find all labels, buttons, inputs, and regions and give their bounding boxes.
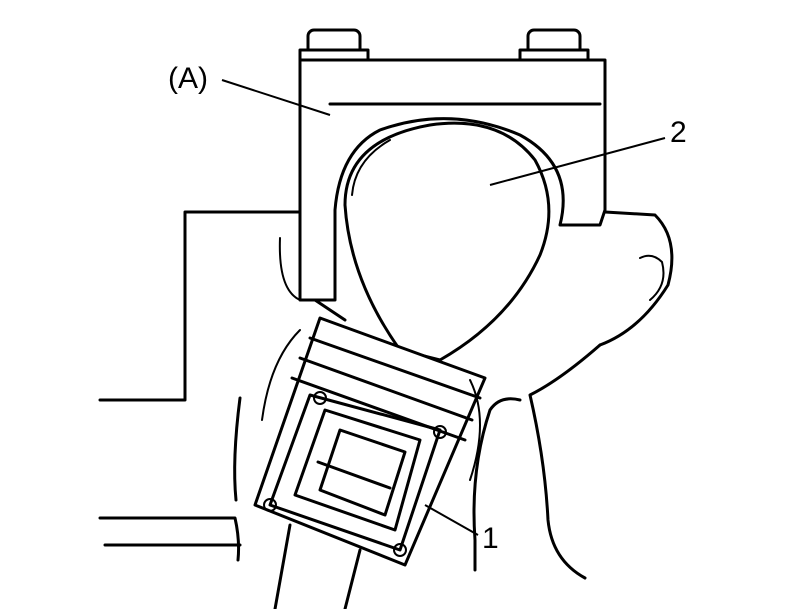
- valve-assembly: [253, 316, 487, 609]
- leader-lines: [221, 79, 666, 536]
- leader-line-part1: [424, 504, 479, 536]
- label-part-1: 1: [482, 522, 499, 555]
- label-part-2: 2: [670, 116, 687, 149]
- special-tool-a: [298, 28, 607, 302]
- cylinder-head-outline: [98, 210, 674, 580]
- leader-line-part2: [489, 137, 666, 186]
- camshaft-lobe: [343, 121, 551, 362]
- label-tool-a: (A): [168, 62, 208, 95]
- leader-line-tool: [221, 79, 331, 116]
